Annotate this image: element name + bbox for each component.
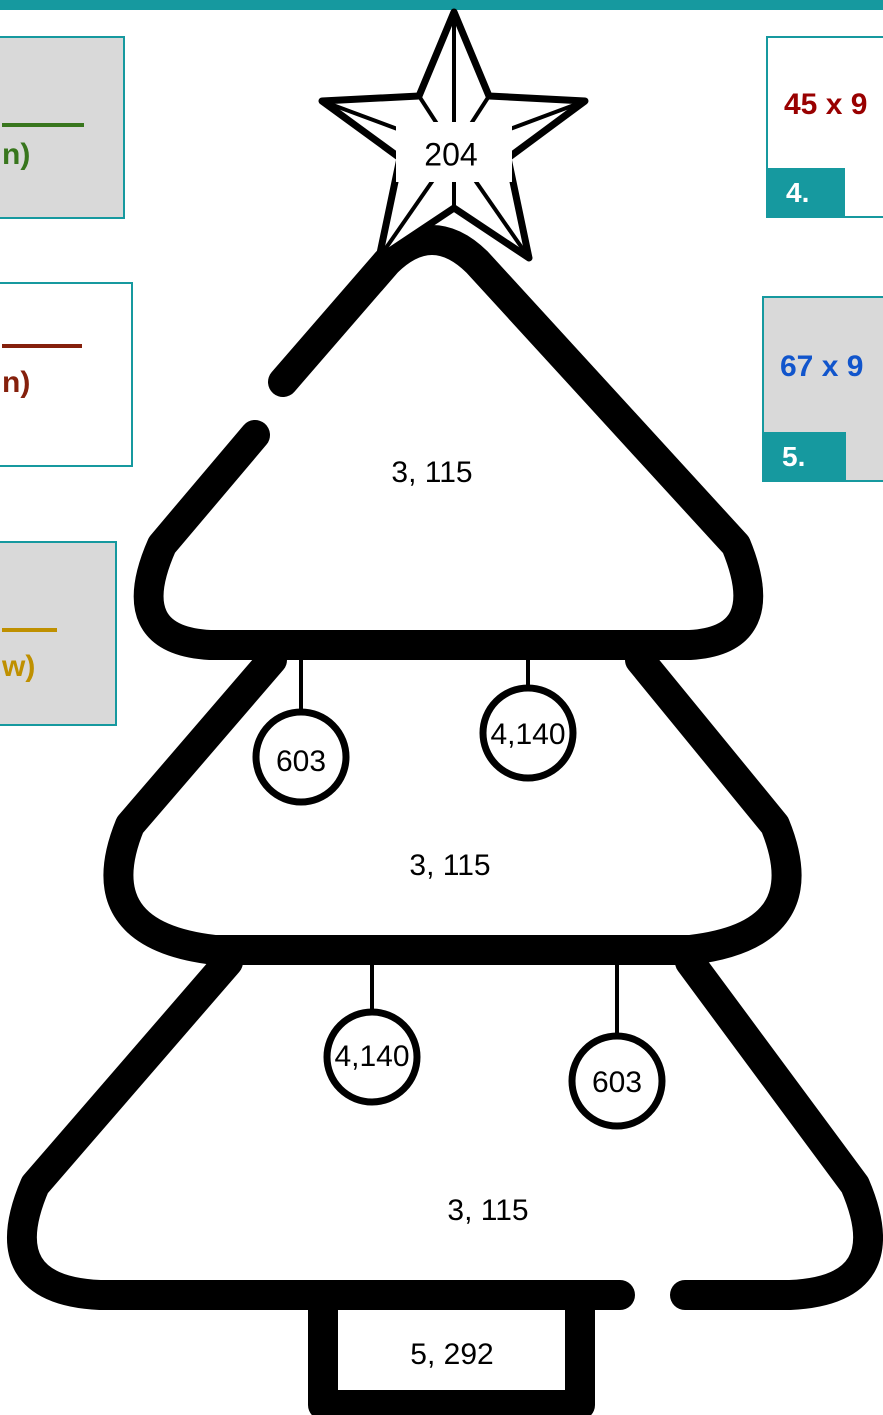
trunk-value: 5, 292 <box>410 1338 494 1371</box>
answer-card-text: w) <box>2 650 36 683</box>
ornament-circle <box>252 708 350 806</box>
ornament-circle <box>568 1032 666 1130</box>
answer-underline <box>2 123 84 127</box>
answer-card-2[interactable]: n) <box>0 282 133 467</box>
answer-card-1[interactable]: n) <box>0 36 125 219</box>
problem-card-5[interactable]: 67 x 9 5. <box>762 296 883 482</box>
tree-top-tier <box>133 225 764 660</box>
star-icon <box>318 8 589 262</box>
ornament-circle <box>479 684 577 782</box>
star-value: 204 <box>424 136 478 173</box>
answer-card-text: n) <box>2 366 31 399</box>
ornament-value[interactable]: 603 <box>591 1066 643 1099</box>
tier-value-middle: 3, 115 <box>409 849 491 882</box>
problem-number-badge: 5. <box>762 432 846 482</box>
answer-underline <box>2 628 57 632</box>
top-accent-bar <box>0 0 883 10</box>
ornament-value[interactable]: 4,140 <box>490 718 566 751</box>
problem-expression: 45 x 9 <box>784 88 868 121</box>
tree-middle-tier <box>103 645 802 965</box>
problem-number-badge: 4. <box>766 168 845 218</box>
tier-value-bottom: 3, 115 <box>447 1194 529 1227</box>
answer-card-3[interactable]: w) <box>0 541 117 726</box>
problem-card-4[interactable]: 45 x 9 4. <box>766 36 883 218</box>
ornament-value[interactable]: 4,140 <box>334 1040 410 1073</box>
answer-underline <box>2 344 82 348</box>
problem-expression: 67 x 9 <box>780 350 864 383</box>
tree-bottom-tier-right <box>670 947 883 1310</box>
ornament-circle <box>323 1008 421 1106</box>
tier-value-top: 3, 115 <box>391 456 473 489</box>
tree-bottom-tier-left <box>6 947 635 1310</box>
tree-trunk <box>308 1293 595 1415</box>
answer-card-text: n) <box>2 138 31 171</box>
ornament-value[interactable]: 603 <box>275 745 327 778</box>
